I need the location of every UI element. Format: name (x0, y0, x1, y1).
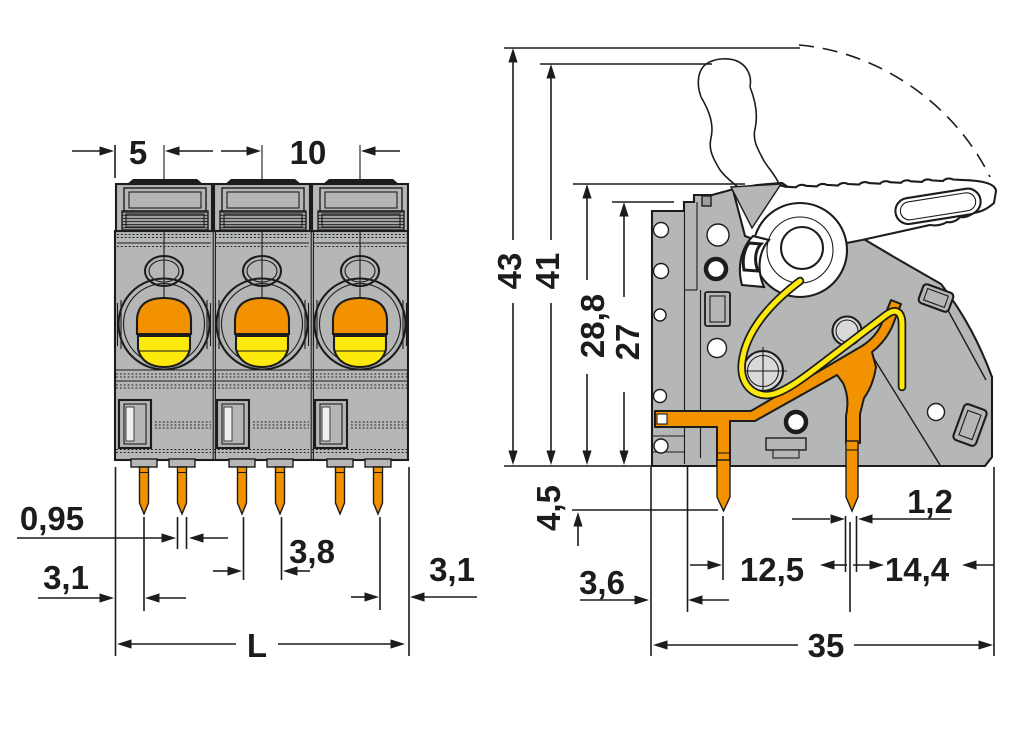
dim-label-3-1-right: 3,1 (429, 551, 475, 588)
housing-wedge (729, 183, 783, 230)
busbar-contact (654, 299, 902, 467)
latch-clip (952, 403, 988, 447)
lever-swing-arc (798, 44, 991, 178)
dim-label-1-2: 1,2 (907, 483, 953, 520)
dim-label-41: 41 (529, 253, 566, 290)
clamp-spring (739, 278, 905, 398)
dim-label-4-5: 4,5 (530, 485, 567, 531)
dim-label-3-6: 3,6 (579, 564, 625, 601)
dimension-annotations: 5 10 0,95 3,8 3,1 3,1 L 43 41 28,8 27 4,… (17, 47, 995, 664)
dim-label-0-95: 0,95 (20, 500, 84, 537)
dim-label-10: 10 (290, 134, 327, 171)
dim-label-35: 35 (808, 627, 845, 664)
side-view (650, 44, 998, 513)
dim-label-L: L (247, 627, 267, 664)
dim-label-3-1-left: 3,1 (43, 559, 89, 596)
dim-label-14-4: 14,4 (885, 551, 950, 588)
lever-slot (894, 187, 982, 226)
solder-pin-side (845, 440, 859, 513)
dim-label-28-8: 28,8 (574, 294, 611, 358)
latch-clip (917, 283, 955, 313)
dim-label-43: 43 (491, 253, 528, 290)
dim-label-27: 27 (609, 324, 646, 361)
dim-label-5: 5 (129, 134, 147, 171)
lever-closed (731, 177, 998, 299)
front-view (113, 143, 410, 516)
dim-label-3-8: 3,8 (289, 533, 335, 570)
lever-raised-outline (697, 58, 780, 188)
dim-label-12-5: 12,5 (740, 551, 804, 588)
solder-pin-side (716, 459, 731, 513)
